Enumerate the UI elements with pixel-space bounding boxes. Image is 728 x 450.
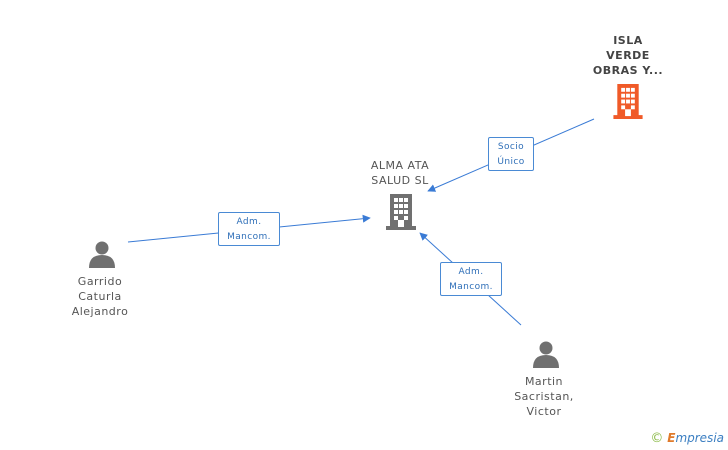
node-label-line: ISLA [613,34,643,47]
brand-initial: E [667,431,676,445]
node-label-line: Sacristan, [514,390,574,403]
edge-label-line: Adm. [236,217,262,227]
node-label-line: VERDE [606,49,650,62]
edge-label-line: Mancom. [449,282,493,292]
node-label-line: Caturla [78,290,122,303]
node-label-line: Martin [524,375,564,388]
node-label-line: Garrido [77,275,123,288]
empresia-logo: © Empresia [650,431,724,446]
node-label-martin[interactable]: Martin Sacristan, Victor [494,374,594,419]
person-icon[interactable] [532,340,560,368]
edge-label-adm-garrido[interactable]: Adm. Mancom. [218,212,280,246]
edge-label-line: Único [497,157,525,167]
node-label-line: Victor [526,405,562,418]
edge-label-adm-martin[interactable]: Adm. Mancom. [440,262,502,296]
node-label-alma-ata[interactable]: ALMA ATA SALUD SL [340,158,460,188]
copyright-symbol: © [650,431,664,446]
edge-label-line: Mancom. [227,232,271,242]
node-label-line: SALUD SL [371,174,429,187]
brand-name: mpresia [675,431,724,445]
node-label-line: OBRAS Y... [592,64,664,77]
edge-label-line: Socio [497,142,525,152]
building-icon[interactable] [613,84,643,119]
person-icon[interactable] [88,240,116,268]
node-label-line: ALMA ATA [370,159,430,172]
node-label-garrido[interactable]: Garrido Caturla Alejandro [50,274,150,319]
node-label-line: Alejandro [71,305,129,318]
edge-label-line: Adm. [458,267,484,277]
node-label-isla-verde[interactable]: ISLA VERDE OBRAS Y... [578,33,678,78]
building-icon[interactable] [386,194,416,230]
edge-label-socio-unico[interactable]: Socio Único [488,137,534,171]
